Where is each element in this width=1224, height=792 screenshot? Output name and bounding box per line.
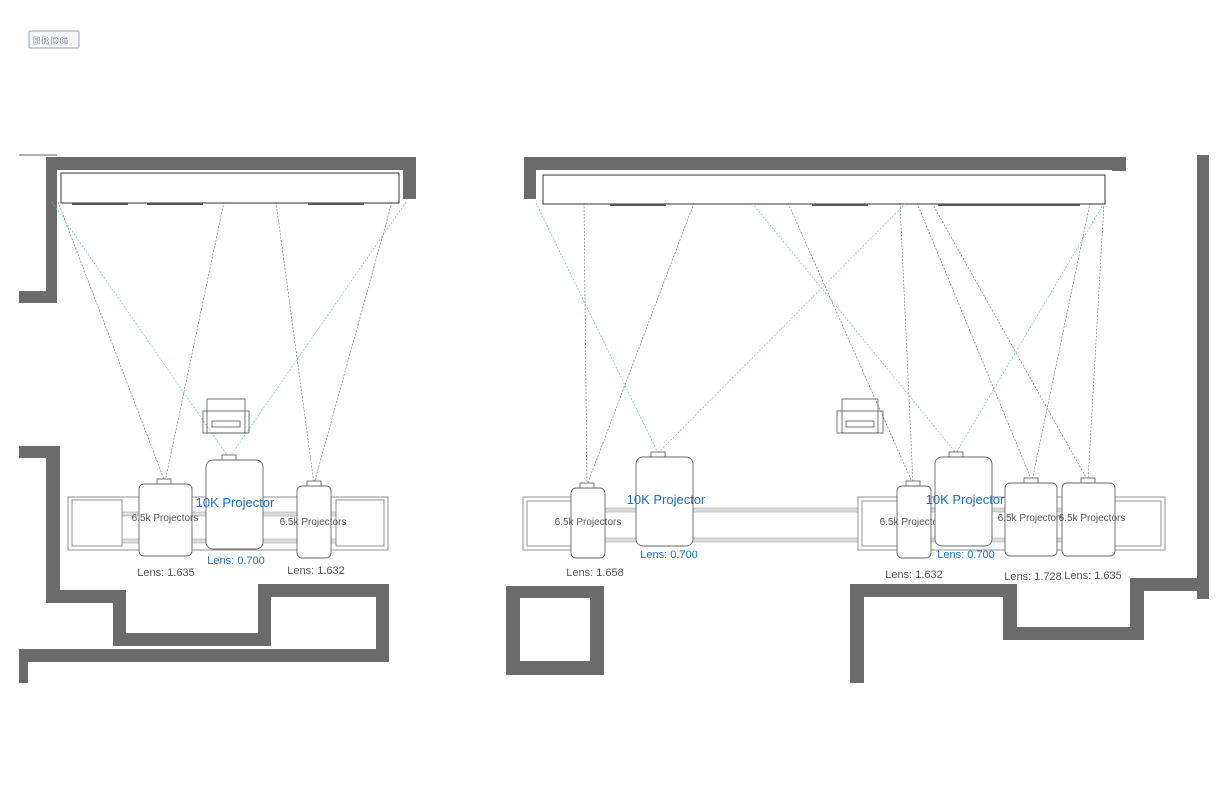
projector-label: 6.5k Projectors bbox=[132, 513, 199, 524]
projector-label: 6.5k Projectors bbox=[1059, 513, 1126, 524]
right-projector-1: 6.5k Projectors Lens: 1.658 bbox=[555, 482, 624, 579]
right-projection-screen bbox=[542, 174, 1106, 205]
right-projection-beams bbox=[535, 202, 1105, 486]
left-projector-2: 10K Projector Lens: 0.700 bbox=[196, 454, 275, 567]
projector-label: 10K Projector bbox=[926, 492, 1005, 507]
lens-label: Lens: 1.632 bbox=[287, 565, 345, 577]
projector-label: 6.5k Projectors bbox=[280, 517, 347, 528]
lens-label: Lens: 1.635 bbox=[137, 567, 195, 579]
projector-label: 10K Projector bbox=[627, 492, 706, 507]
left-projection-beams bbox=[51, 201, 407, 485]
right-room-walls bbox=[506, 155, 1209, 683]
right-projector-6: 6.5k Projectors Lens: 1.635 bbox=[1059, 477, 1126, 582]
left-room: 6.5k Projectors Lens: 1.635 10K Projecto… bbox=[19, 154, 416, 683]
lens-label: Lens: 0.700 bbox=[207, 555, 265, 567]
right-projector-5: 6.5k Projectors Lens: 1.728 bbox=[998, 477, 1065, 583]
right-room: 6.5k Projectors Lens: 1.658 10K Projecto… bbox=[506, 155, 1209, 683]
left-projector-3: 6.5k Projectors Lens: 1.632 bbox=[280, 480, 347, 577]
left-projector-1: 6.5k Projectors Lens: 1.635 bbox=[132, 478, 199, 579]
right-projector-2: 10K Projector Lens: 0.700 bbox=[627, 451, 706, 561]
lens-label: Lens: 1.728 bbox=[1004, 571, 1062, 583]
right-camera-unit bbox=[836, 398, 884, 434]
logo-text: BRDG bbox=[33, 36, 69, 47]
lens-label: Lens: 0.700 bbox=[640, 549, 698, 561]
lens-label: Lens: 1.635 bbox=[1064, 570, 1122, 582]
projector-label: 6.5k Projectors bbox=[880, 517, 947, 528]
lens-label: Lens: 1.658 bbox=[566, 567, 624, 579]
projector-label: 10K Projector bbox=[196, 495, 275, 510]
left-camera-unit bbox=[202, 398, 250, 434]
left-room-walls bbox=[19, 154, 416, 683]
brdg-logo: BRDG bbox=[28, 30, 80, 49]
left-projection-screen bbox=[60, 172, 400, 204]
lens-label: Lens: 1.632 bbox=[885, 569, 943, 581]
projector-label: 6.5k Projectors bbox=[998, 513, 1065, 524]
projector-label: 6.5k Projectors bbox=[555, 517, 622, 528]
right-projector-3: 6.5k Projectors Lens: 1.632 bbox=[880, 480, 947, 581]
right-projector-4: 10K Projector Lens: 0.700 bbox=[926, 451, 1005, 561]
lens-label: Lens: 0.700 bbox=[937, 549, 995, 561]
